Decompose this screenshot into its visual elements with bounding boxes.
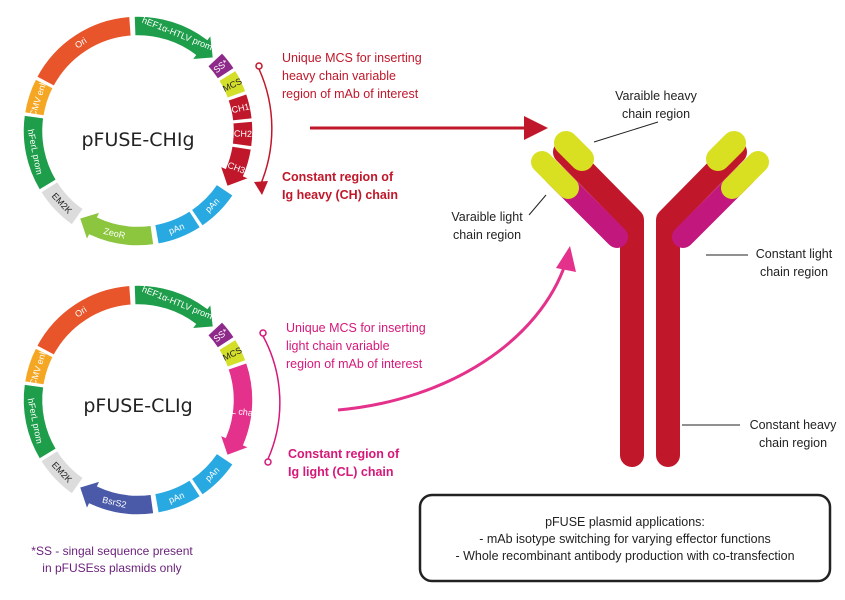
- light-segment-hef1a: [133, 284, 215, 330]
- light-segment-cl: [218, 361, 254, 457]
- heavy-segment-pan1: [190, 183, 235, 228]
- heavy-segment-em2k: [39, 180, 85, 227]
- variable-light-label-line1: Varaible light: [451, 210, 523, 224]
- light-mcs-note-line3: region of mAb of interest: [286, 357, 423, 371]
- light-constant-note-line2: Ig light (CL) chain: [288, 465, 394, 479]
- light-arrowhead: [556, 246, 576, 272]
- variable-light-left: [531, 151, 579, 199]
- heavy-bracket-line: [258, 68, 273, 187]
- antibody-diagram: Varaible heavy chain region Varaible lig…: [451, 89, 838, 467]
- heavy-segment-ch2-label: CH2: [234, 129, 252, 139]
- plasmid-heavy-title: pFUSE-CHIg: [81, 129, 194, 151]
- heavy-segment-ss: [206, 51, 236, 81]
- heavy-segment-zeor: [78, 210, 155, 247]
- light-bracket-dot-bottom: [264, 458, 272, 466]
- heavy-segment-ori: [35, 15, 133, 88]
- heavy-segment-cmv: [23, 77, 55, 117]
- heavy-segment-ch2: [231, 120, 254, 148]
- constant-light-label-line1: Constant light: [756, 247, 833, 261]
- heavy-chain-left: [553, 140, 644, 467]
- heavy-bracket-arrowhead: [254, 181, 268, 195]
- applications-box-border: [418, 493, 832, 583]
- light-mcs-note: Unique MCS for inserting light chain var…: [259, 321, 426, 479]
- constant-heavy-label-line2: chain region: [759, 436, 827, 450]
- light-segment-pan2: [153, 478, 202, 515]
- constant-light-label-line2: chain region: [760, 265, 828, 279]
- light-segment-bsrs2: [78, 479, 155, 516]
- heavy-segment-zeor-label: ZeoR: [103, 226, 127, 241]
- light-mcs-note-line1: Unique MCS for inserting: [286, 321, 426, 335]
- heavy-segment-pan2: [153, 209, 202, 246]
- heavy-constant-note-line2: Ig heavy (CH) chain: [282, 188, 398, 202]
- variable-heavy-leader: [593, 121, 659, 143]
- variable-light-label-line2: chain region: [453, 228, 521, 242]
- heavy-mcs-note-line3: region of mAb of interest: [282, 87, 419, 101]
- light-bracket-dot-top: [259, 329, 267, 337]
- variable-light-right: [721, 151, 769, 199]
- light-constant-note-line1: Constant region of: [288, 447, 400, 461]
- variable-heavy-left: [554, 131, 594, 171]
- heavy-segment-hef1a: [133, 15, 215, 61]
- applications-item-2: - Whole recombinant antibody production …: [455, 549, 794, 563]
- light-mcs-note-line2: light chain variable: [286, 339, 390, 353]
- heavy-bracket-dot-top: [255, 62, 263, 70]
- heavy-constant-note-line1: Constant region of: [282, 170, 394, 184]
- light-segment-cl-label: CL chain: [224, 405, 260, 419]
- light-to-antibody-arrow: [337, 261, 568, 412]
- light-segment-em2k: [39, 449, 85, 496]
- heavy-segment-ch3: [218, 145, 253, 188]
- light-segment-ori: [35, 284, 133, 357]
- variable-heavy-right: [706, 131, 746, 171]
- applications-item-1: - mAb isotype switching for varying effe…: [479, 532, 771, 546]
- heavy-arrowhead: [524, 116, 548, 140]
- heavy-segment-ch1: [226, 92, 254, 122]
- light-segment-hferl: [22, 383, 58, 461]
- plasmid-light-title: pFUSE-CLIg: [83, 395, 192, 417]
- heavy-mcs-note-line2: heavy chain variable: [282, 69, 396, 83]
- light-bracket-line: [262, 335, 281, 460]
- heavy-chain-right: [656, 140, 747, 467]
- light-segment-pan1: [190, 452, 235, 497]
- variable-light-leader: [528, 194, 547, 216]
- footnote-line2: in pFUSEss plasmids only: [42, 561, 181, 575]
- heavy-mcs-note-line1: Unique MCS for inserting: [282, 51, 422, 65]
- constant-heavy-label-line1: Constant heavy: [750, 418, 838, 432]
- variable-heavy-label-line1: Varaible heavy: [615, 89, 698, 103]
- light-segment-ss: [206, 320, 236, 350]
- applications-box: pFUSE plasmid applications: - mAb isotyp…: [418, 493, 832, 583]
- heavy-segment-hferl: [22, 114, 58, 192]
- heavy-segment-mcs: [217, 69, 248, 100]
- variable-heavy-label-line2: chain region: [622, 107, 690, 121]
- light-segment-cmv: [23, 346, 55, 386]
- heavy-mcs-note: Unique MCS for inserting heavy chain var…: [254, 51, 422, 202]
- footnote-line1: *SS - singal sequence present: [31, 544, 193, 558]
- light-segment-mcs: [217, 338, 248, 369]
- heavy-segment-ch1-label: CH1: [231, 101, 251, 115]
- applications-title: pFUSE plasmid applications:: [545, 515, 705, 529]
